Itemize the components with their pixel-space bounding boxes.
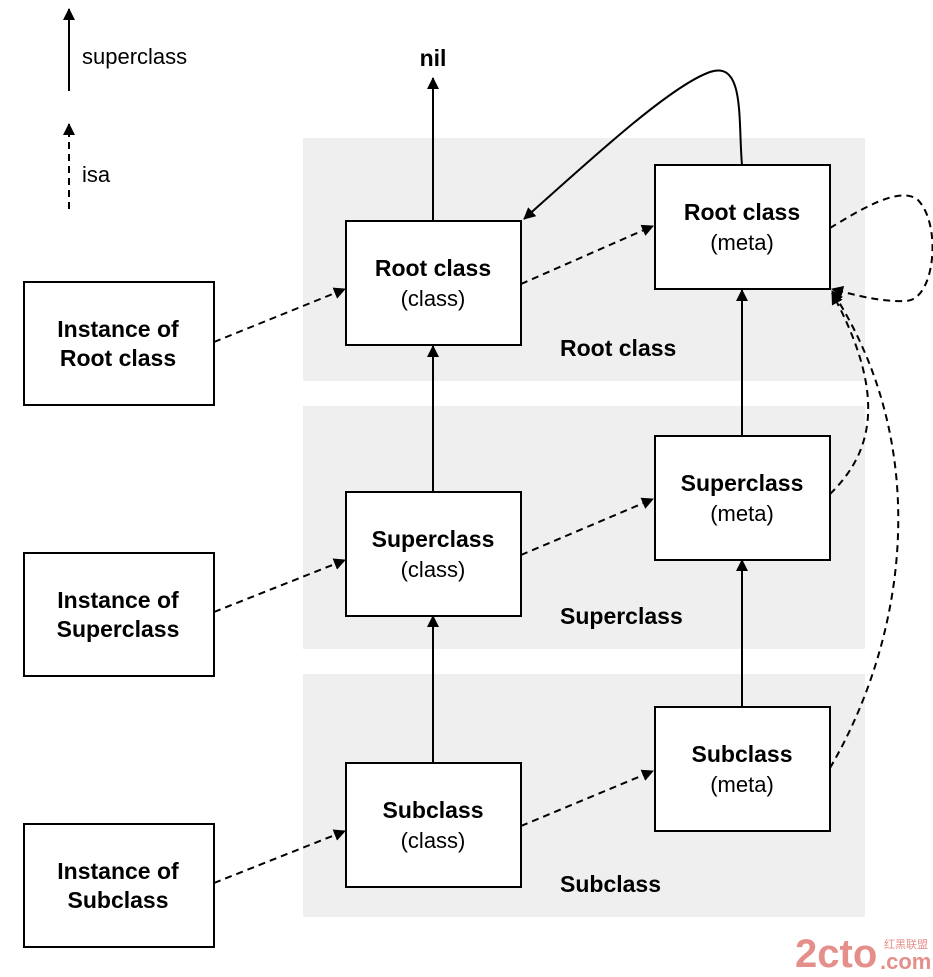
watermark-digits: 2cto: [795, 932, 877, 976]
instance-superclass-line1: Instance of: [57, 587, 179, 613]
subclass-meta-box: Subclass (meta): [654, 706, 831, 832]
root-meta-title: Root class: [684, 199, 800, 225]
superclass-class-box: Superclass (class): [345, 491, 522, 617]
root-class-subtitle: (class): [401, 286, 466, 311]
superclass-meta-subtitle: (meta): [710, 501, 774, 526]
superclass-meta-box: Superclass (meta): [654, 435, 831, 561]
superclass-class-title: Superclass: [372, 526, 495, 552]
superclass-meta-title: Superclass: [681, 470, 804, 496]
subclass-meta-subtitle: (meta): [710, 772, 774, 797]
subclass-class-box: Subclass (class): [345, 762, 522, 888]
instance-subclass-line1: Instance of: [57, 858, 179, 884]
superclass-class-subtitle: (class): [401, 557, 466, 582]
watermark-logo: 2cto 红黑联盟 .com: [795, 932, 931, 976]
band-label-root: Root class: [560, 335, 676, 361]
instance-root-line1: Instance of: [57, 316, 179, 342]
superclass-arrow-meta-root-to-root-class: [523, 69, 743, 220]
watermark-chinese: 红黑联盟: [884, 938, 928, 951]
subclass-class-subtitle: (class): [401, 828, 466, 853]
nil-label: nil: [420, 45, 447, 71]
root-meta-box: Root class (meta): [654, 164, 831, 290]
legend: superclass isa: [63, 8, 187, 209]
instance-subclass-box: Instance of Subclass: [23, 823, 215, 948]
instance-superclass-box: Instance of Superclass: [23, 552, 215, 677]
isa-arrow-root-class-to-meta: [520, 224, 654, 285]
isa-arrow-meta-superclass-to-meta-root: [829, 292, 870, 495]
instance-root-box: Instance of Root class: [23, 281, 215, 406]
root-class-title: Root class: [375, 255, 491, 281]
instance-subclass-line2: Subclass: [68, 887, 169, 913]
subclass-meta-title: Subclass: [692, 741, 793, 767]
root-meta-subtitle: (meta): [710, 230, 774, 255]
legend-isa-label: isa: [82, 162, 111, 187]
root-class-box: Root class (class): [345, 220, 522, 346]
band-label-superclass: Superclass: [560, 603, 683, 629]
watermark-domain: .com: [880, 949, 931, 974]
subclass-class-title: Subclass: [383, 797, 484, 823]
instance-superclass-line2: Superclass: [57, 616, 180, 642]
band-label-subclass: Subclass: [560, 871, 661, 897]
isa-arrow-meta-subclass-to-meta-root: [829, 290, 900, 769]
legend-superclass-label: superclass: [82, 44, 187, 69]
instance-root-line2: Root class: [60, 345, 176, 371]
